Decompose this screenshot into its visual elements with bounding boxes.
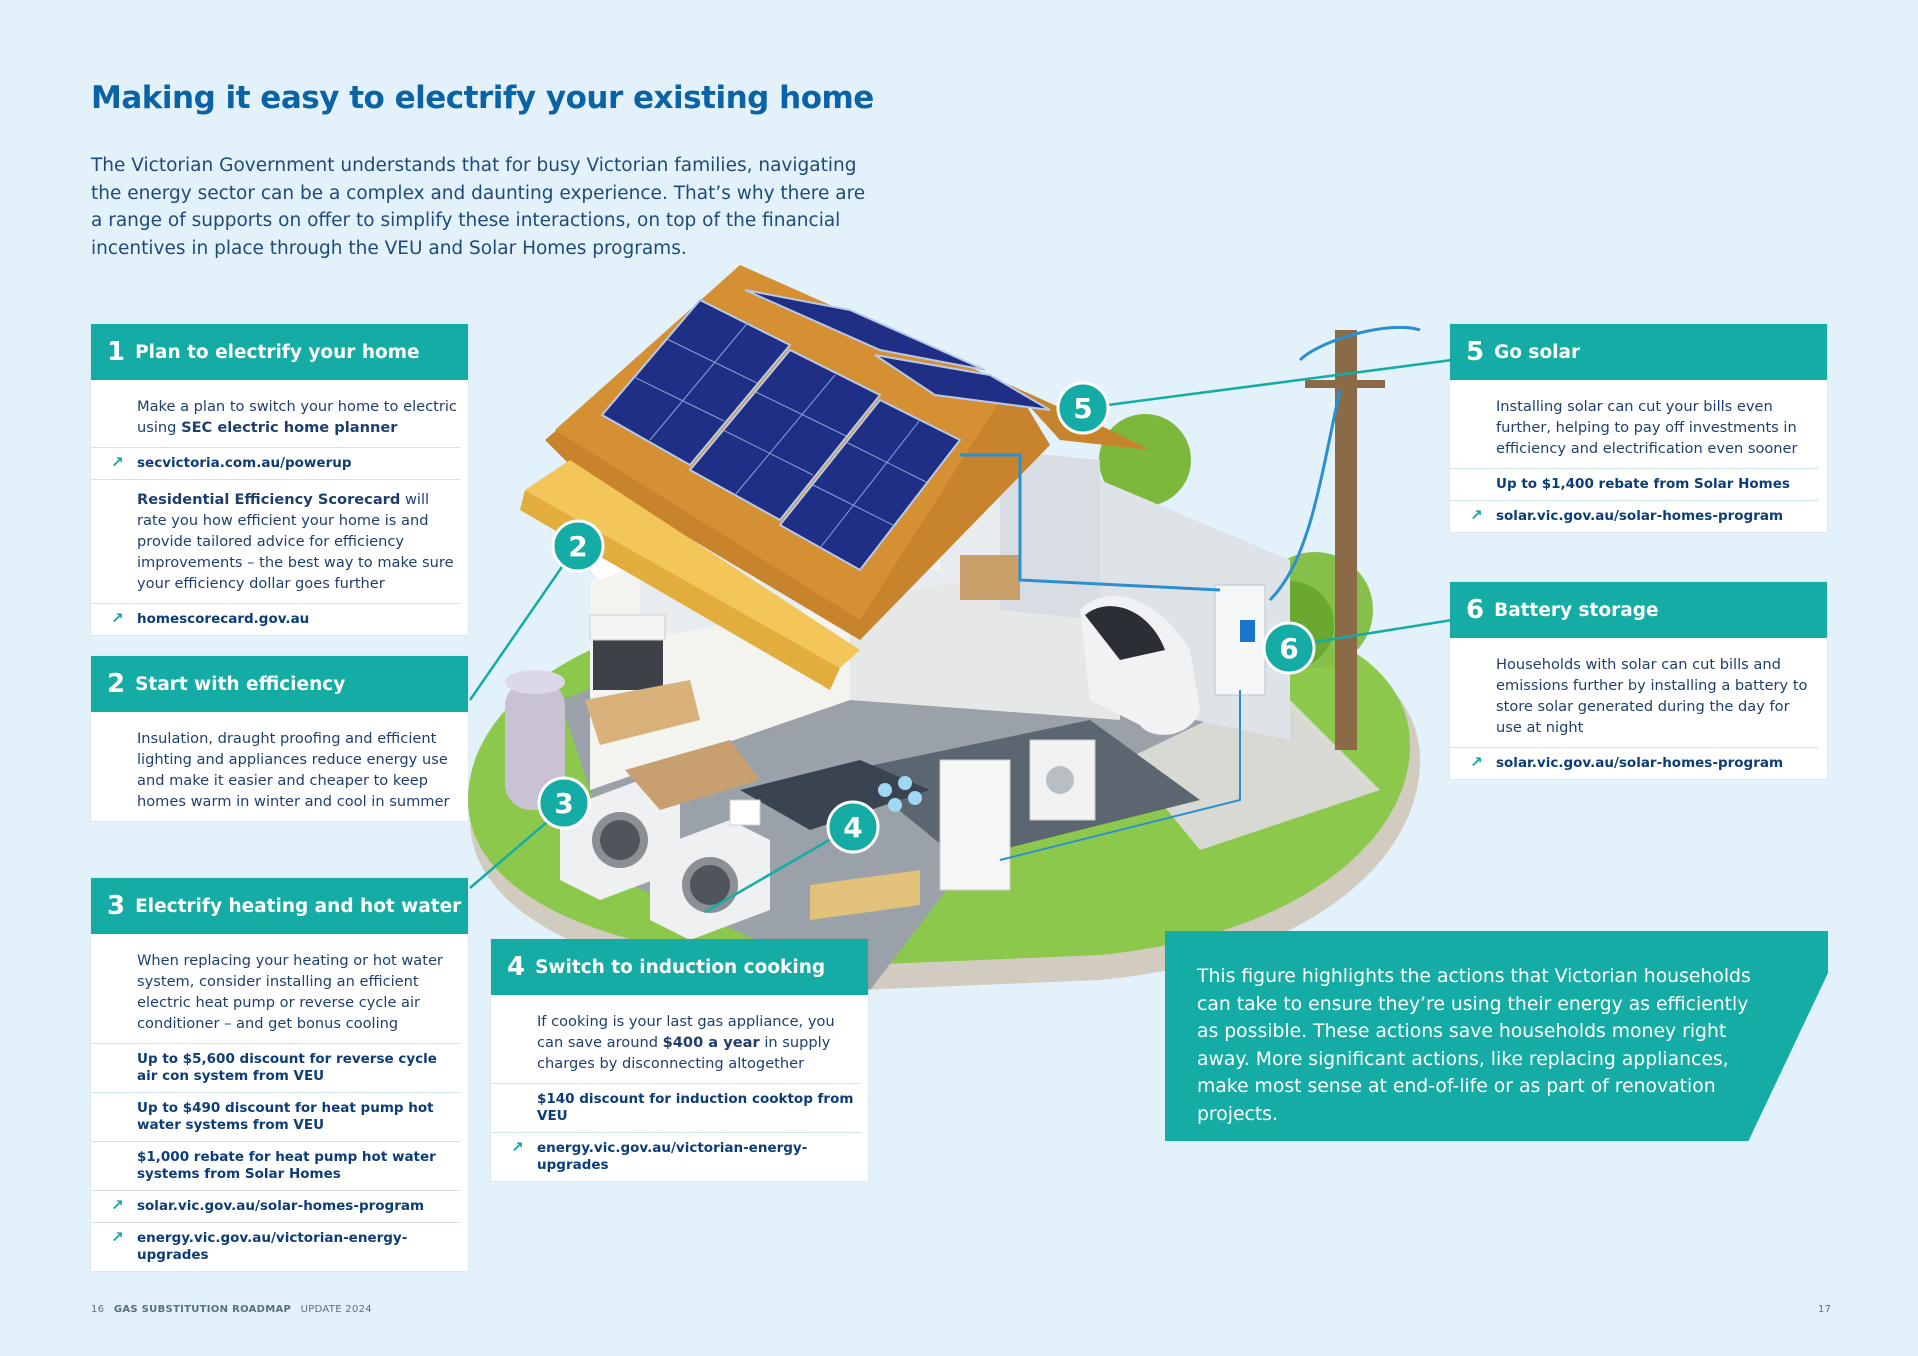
marker-2: 2 <box>551 519 605 573</box>
sofa <box>625 740 760 810</box>
page-title: Making it easy to electrify your existin… <box>91 80 874 116</box>
card-efficiency-text: Insulation, draught proofing and efficie… <box>137 730 450 810</box>
offer-reverse-cycle: Up to $5,600 discount for reverse cycle … <box>91 1044 460 1093</box>
marker-4: 4 <box>826 800 880 854</box>
card-solar-number: 5 <box>1466 337 1485 367</box>
marker-5-label: 5 <box>1073 392 1092 425</box>
marker-3: 3 <box>537 776 591 830</box>
card-cooking: 4 Switch to induction cooking If cooking… <box>491 939 868 1181</box>
marker-3-label: 3 <box>554 787 573 820</box>
offer-heat-pump-veu: Up to $490 discount for heat pump hot wa… <box>91 1093 460 1142</box>
driveway <box>1110 700 1380 850</box>
card-solar-header: 5 Go solar <box>1450 324 1827 380</box>
card-cooking-text: If cooking is your last gas appliance, y… <box>491 995 860 1084</box>
card-plan: 1 Plan to electrify your home Make a pla… <box>91 324 468 635</box>
card-battery-number: 6 <box>1466 595 1485 625</box>
card-efficiency-number: 2 <box>107 669 126 699</box>
offer-solar-rebate: Up to $1,400 rebate from Solar Homes <box>1450 469 1819 501</box>
footer-left: 16 GAS SUBSTITUTION ROADMAP UPDATE 2024 <box>91 1304 372 1315</box>
card-battery-header: 6 Battery storage <box>1450 582 1827 638</box>
link-homescorecard[interactable]: ↗homescorecard.gov.au <box>111 609 310 628</box>
page-number-right: 17 <box>1818 1304 1832 1315</box>
tv <box>593 640 663 690</box>
card-cooking-title: Switch to induction cooking <box>535 956 826 978</box>
marker-5: 5 <box>1056 381 1110 435</box>
marker-6-label: 6 <box>1279 632 1298 665</box>
induction-cooktop <box>878 776 922 812</box>
card-plan-text-2: Residential Efficiency Scorecard will ra… <box>91 480 460 604</box>
card-efficiency-title: Start with efficiency <box>135 673 346 695</box>
north-east-arrow-icon: ↗ <box>1470 506 1483 524</box>
card-heating-number: 3 <box>107 891 126 921</box>
intro-paragraph: The Victorian Government understands tha… <box>91 155 866 259</box>
offer-heat-pump-solar-homes: $1,000 rebate for heat pump hot water sy… <box>91 1142 460 1191</box>
power-pole <box>1335 330 1357 750</box>
link-solar-homes-program[interactable]: ↗solar.vic.gov.au/solar-homes-program <box>1470 506 1784 525</box>
heat-pump-units <box>560 780 770 940</box>
fridge <box>939 759 1011 891</box>
card-solar-title: Go solar <box>1494 341 1581 363</box>
card-battery-title: Battery storage <box>1494 599 1659 621</box>
split-system-ac <box>589 614 666 641</box>
card-solar-text: Installing solar can cut your bills even… <box>1450 380 1819 469</box>
north-east-arrow-icon: ↗ <box>111 453 124 471</box>
tv-cabinet <box>585 680 700 745</box>
page-number-left: 16 <box>91 1304 105 1315</box>
card-efficiency: 2 Start with efficiency Insulation, drau… <box>91 656 468 821</box>
card-plan-number: 1 <box>107 337 126 367</box>
marker-2-label: 2 <box>568 530 587 563</box>
card-efficiency-header: 2 Start with efficiency <box>91 656 468 712</box>
footer-update: UPDATE 2024 <box>300 1304 372 1315</box>
kitchen-bench <box>740 760 930 830</box>
north-east-arrow-icon: ↗ <box>111 1228 124 1246</box>
card-heating-header: 3 Electrify heating and hot water <box>91 878 468 934</box>
card-plan-title: Plan to electrify your home <box>135 341 420 363</box>
card-cooking-header: 4 Switch to induction cooking <box>491 939 868 995</box>
marker-4-label: 4 <box>843 811 862 844</box>
north-east-arrow-icon: ↗ <box>111 1196 124 1214</box>
microwave <box>729 799 761 826</box>
hot-water-tank <box>505 680 565 810</box>
card-heating-text: When replacing your heating or hot water… <box>91 934 460 1044</box>
offer-induction-cooktop: $140 discount for induction cooktop from… <box>491 1084 860 1133</box>
kitchen-floor <box>850 720 1200 860</box>
link-energy-upgrades-cooking[interactable]: ↗energy.vic.gov.au/victorian-energy-upgr… <box>511 1138 808 1174</box>
card-cooking-number: 4 <box>507 952 526 982</box>
link-solar-homes[interactable]: ↗solar.vic.gov.au/solar-homes-program <box>91 1191 460 1223</box>
summary-panel: This figure highlights the actions that … <box>1165 931 1828 1141</box>
link-secvictoria[interactable]: ↗secvictoria.com.au/powerup <box>91 448 460 480</box>
desk <box>960 555 1020 600</box>
card-battery: 6 Battery storage Households with solar … <box>1450 582 1827 779</box>
card-heating: 3 Electrify heating and hot water When r… <box>91 878 468 1271</box>
washing-machine <box>1029 739 1096 821</box>
north-east-arrow-icon: ↗ <box>1470 753 1483 771</box>
summary-text: This figure highlights the actions that … <box>1197 966 1751 1125</box>
solar-panels <box>600 289 1051 572</box>
dining-table <box>810 870 920 920</box>
footer-doc-title: GAS SUBSTITUTION ROADMAP <box>113 1304 292 1315</box>
north-east-arrow-icon: ↗ <box>111 609 124 627</box>
upper-room <box>1000 450 1100 620</box>
insulation-batts <box>525 460 860 668</box>
card-solar: 5 Go solar Installing solar can cut your… <box>1450 324 1827 532</box>
card-heating-title: Electrify heating and hot water <box>135 895 462 917</box>
link-energy-upgrades[interactable]: ↗energy.vic.gov.au/victorian-energy-upgr… <box>111 1228 408 1264</box>
north-east-arrow-icon: ↗ <box>511 1138 524 1156</box>
card-battery-text: Households with solar can cut bills and … <box>1450 638 1819 748</box>
card-plan-header: 1 Plan to electrify your home <box>91 324 468 380</box>
card-plan-text-1: Make a plan to switch your home to elect… <box>91 380 460 448</box>
marker-6: 6 <box>1262 621 1316 675</box>
leader-lines <box>468 358 1453 914</box>
link-solar-homes-battery[interactable]: ↗solar.vic.gov.au/solar-homes-program <box>1470 753 1784 772</box>
